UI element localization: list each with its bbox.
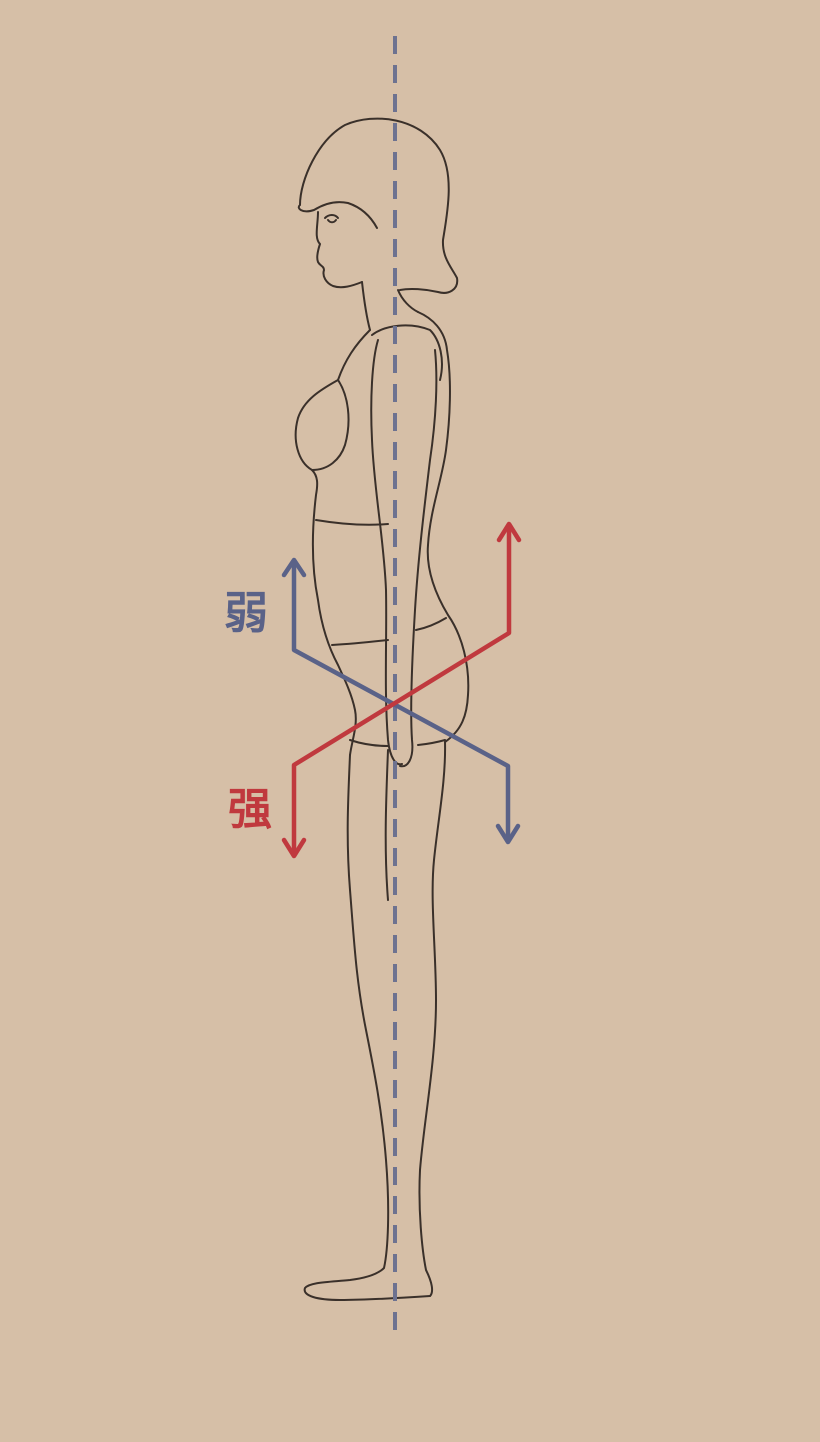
strong-line-path xyxy=(294,526,509,852)
leg-inner xyxy=(386,750,388,900)
top-hem xyxy=(316,520,388,525)
arm-back xyxy=(400,350,436,766)
shorts-waist xyxy=(332,618,446,645)
torso-front xyxy=(296,330,370,755)
eye xyxy=(325,215,338,222)
strong-label: 强 xyxy=(228,784,272,835)
leg-front xyxy=(305,755,430,1300)
face-profile xyxy=(317,212,362,287)
leg-back xyxy=(419,742,445,1296)
strong-force-line xyxy=(284,524,519,856)
shorts-hem xyxy=(350,740,445,746)
back xyxy=(418,312,468,742)
shoulder xyxy=(372,325,442,380)
weak-label: 弱 xyxy=(224,588,268,639)
